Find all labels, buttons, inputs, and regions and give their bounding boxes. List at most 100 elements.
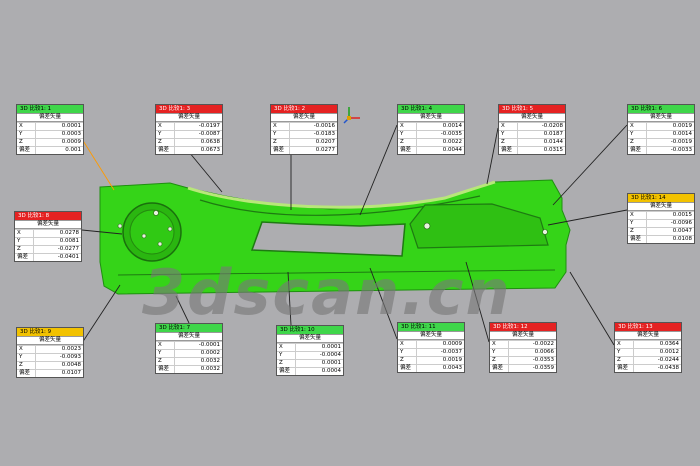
label-subtitle: 偏差矢量: [398, 113, 464, 122]
y-value: -0.0096: [646, 219, 694, 228]
y-value: -0.0087: [174, 130, 222, 139]
deviation-value: 0.0108: [646, 235, 694, 243]
deviation-label: 偏差: [499, 146, 518, 154]
table-row: Z-0.0019: [628, 138, 694, 147]
y-value: -0.0183: [289, 130, 337, 139]
label-subtitle: 偏差矢量: [398, 331, 464, 340]
axis-x-label: X: [156, 341, 175, 350]
x-value: 0.0278: [33, 229, 81, 238]
y-value: 0.0066: [508, 348, 556, 357]
axis-y-label: Y: [499, 130, 518, 139]
label-title: 3D 比较1: 1: [17, 105, 83, 113]
table-row: 偏差-0.0438: [615, 364, 681, 372]
table-row: Y-0.0183: [271, 130, 337, 139]
axis-z-label: Z: [490, 356, 509, 365]
axis-triad-icon[interactable]: [341, 104, 363, 126]
z-value: 0.0207: [289, 138, 337, 147]
y-value: -0.0093: [35, 353, 83, 362]
z-value: 0.0009: [35, 138, 83, 147]
axis-y-label: Y: [156, 130, 175, 139]
z-value: 0.0638: [174, 138, 222, 147]
axis-z-label: Z: [398, 356, 417, 365]
table-row: X-0.0016: [271, 122, 337, 131]
deviation-value: 0.001: [35, 146, 83, 154]
x-value: 0.0015: [646, 211, 694, 220]
axis-x-label: X: [17, 122, 36, 131]
deviation-value: 0.0315: [517, 146, 565, 154]
right-pocket: [409, 203, 549, 249]
axis-y-label: Y: [271, 130, 290, 139]
deviation-label: 偏差: [398, 364, 417, 372]
x-value: 0.0001: [295, 343, 343, 352]
axis-x-label: X: [271, 122, 290, 131]
table-row: Y-0.0096: [628, 219, 694, 228]
x-value: 0.0009: [416, 340, 464, 349]
axis-x-label: X: [615, 340, 634, 349]
axis-z-label: Z: [615, 356, 634, 365]
deviation-label: 偏差: [277, 367, 296, 375]
axis-z-label: Z: [628, 227, 647, 236]
table-row: Z-0.0353: [490, 356, 556, 365]
label-subtitle: 偏差矢量: [499, 113, 565, 122]
label-title: 3D 比较1: 2: [271, 105, 337, 113]
axis-x-label: X: [490, 340, 509, 349]
label-subtitle: 偏差矢量: [271, 113, 337, 122]
z-value: 0.0019: [416, 356, 464, 365]
label-title: 3D 比较1: 5: [499, 105, 565, 113]
deviation-label: 偏差: [615, 364, 634, 372]
deviation-label: 偏差: [156, 146, 175, 154]
table-row: 偏差-0.0401: [15, 253, 81, 261]
axis-x-label: X: [628, 211, 647, 220]
table-row: Y-0.0037: [398, 348, 464, 357]
deviation-label: 偏差: [398, 146, 417, 154]
deviation-value: 0.0004: [295, 367, 343, 375]
z-value: 0.0144: [517, 138, 565, 147]
axis-y-label: Y: [17, 353, 36, 362]
x-value: -0.0001: [174, 341, 222, 350]
table-row: X-0.0022: [490, 340, 556, 349]
label-subtitle: 偏差矢量: [615, 331, 681, 340]
x-value: 0.0019: [646, 122, 694, 131]
label-title: 3D 比较1: 11: [398, 323, 464, 331]
deviation-label: 偏差: [271, 146, 290, 154]
label-subtitle: 偏差矢量: [628, 113, 694, 122]
label-title: 3D 比较1: 9: [17, 328, 83, 336]
label-title: 3D 比较1: 13: [615, 323, 681, 331]
table-row: Y-0.0093: [17, 353, 83, 362]
label-title: 3D 比较1: 6: [628, 105, 694, 113]
